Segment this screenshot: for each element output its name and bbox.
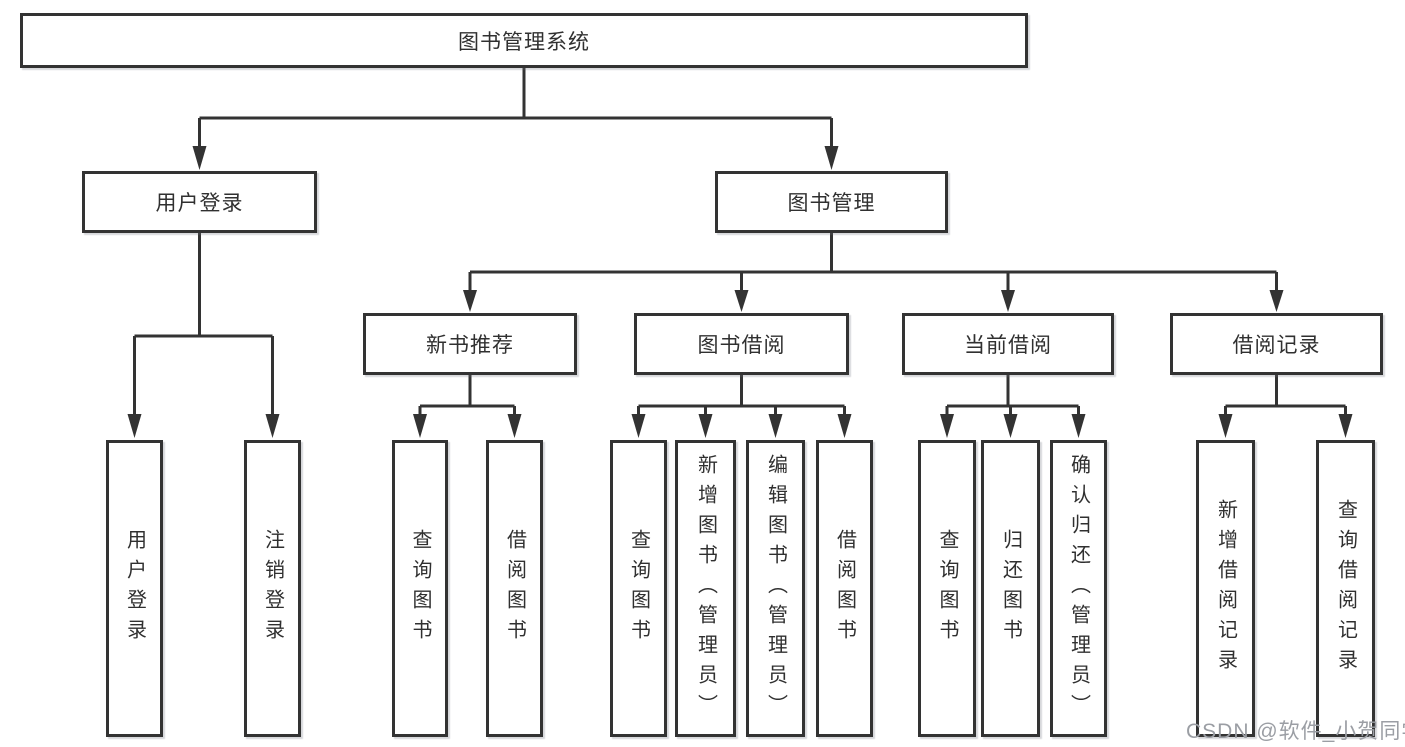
node-current-borrow: 当前借阅	[902, 313, 1114, 375]
leaf-bb-borrow-books-label: 借阅图书	[833, 528, 856, 649]
leaf-bb-query-books: 查询图书	[610, 440, 667, 737]
connector-current-borrow-to-leaves	[940, 375, 1086, 438]
leaf-bb-edit-book-label: 编辑图书（管理员）	[764, 453, 787, 724]
watermark: CSDN @软件_小贺同学	[1186, 720, 1405, 743]
node-book-borrow: 图书借阅	[634, 313, 849, 375]
node-book-borrow-label: 图书借阅	[697, 334, 786, 357]
leaf-cb-confirm-return: 确认归还（管理员）	[1050, 440, 1107, 737]
connector-new-books-to-leaves	[413, 375, 522, 438]
node-book-mgmt-label: 图书管理	[787, 192, 876, 215]
node-borrow-records: 借阅记录	[1170, 313, 1383, 375]
leaf-bb-borrow-books: 借阅图书	[816, 440, 873, 737]
leaf-cb-confirm-return-label: 确认归还（管理员）	[1067, 453, 1090, 724]
leaf-cb-return-book: 归还图书	[981, 440, 1040, 737]
node-borrow-records-label: 借阅记录	[1232, 334, 1321, 357]
leaf-nb-borrow-books-label: 借阅图书	[503, 528, 526, 649]
node-current-borrow-label: 当前借阅	[964, 334, 1052, 357]
connector-book-borrow-to-leaves	[631, 375, 852, 438]
node-user-login-label: 用户登录	[155, 192, 244, 215]
leaf-br-add-record-label: 新增借阅记录	[1214, 498, 1237, 679]
leaf-bb-query-books-label: 查询图书	[627, 528, 650, 649]
leaf-br-query-record: 查询借阅记录	[1316, 440, 1375, 737]
leaf-logout: 注销登录	[244, 440, 301, 737]
connector-borrow-records-to-leaves	[1218, 375, 1353, 438]
leaf-logout-label: 注销登录	[261, 528, 284, 649]
leaf-br-add-record: 新增借阅记录	[1196, 440, 1255, 737]
leaf-user-login: 用户登录	[106, 440, 163, 737]
node-root-label: 图书管理系统	[458, 30, 590, 54]
node-root: 图书管理系统	[20, 13, 1028, 68]
node-user-login: 用户登录	[82, 171, 317, 233]
connector-root-to-level2	[192, 68, 839, 170]
node-new-books-label: 新书推荐	[426, 334, 514, 357]
leaf-cb-query-books: 查询图书	[918, 440, 976, 737]
connector-book-mgmt-to-level3	[463, 233, 1284, 312]
node-book-mgmt: 图书管理	[715, 171, 948, 233]
connector-user-login-to-leaves	[127, 233, 280, 438]
leaf-bb-edit-book: 编辑图书（管理员）	[746, 440, 805, 737]
leaf-nb-query-books-label: 查询图书	[409, 528, 431, 649]
leaf-br-query-record-label: 查询借阅记录	[1334, 498, 1357, 679]
leaf-bb-add-book: 新增图书（管理员）	[675, 440, 736, 737]
leaf-bb-add-book-label: 新增图书（管理员）	[694, 453, 717, 724]
leaf-nb-borrow-books: 借阅图书	[486, 440, 543, 737]
leaf-cb-query-books-label: 查询图书	[936, 528, 958, 649]
node-new-books: 新书推荐	[363, 313, 577, 375]
leaf-user-login-label: 用户登录	[123, 528, 146, 649]
leaf-cb-return-book-label: 归还图书	[999, 528, 1022, 649]
leaf-nb-query-books: 查询图书	[392, 440, 448, 737]
